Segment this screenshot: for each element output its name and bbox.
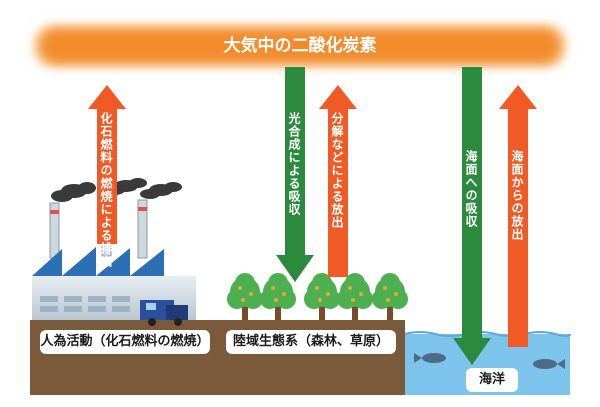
tree (260, 273, 296, 320)
flow-label-decomposition: 分解などによる放出 (330, 112, 344, 229)
factory-illustration (32, 178, 196, 320)
tree (227, 273, 263, 320)
flow-label-ocean-emission: 海面からの放出 (510, 150, 524, 241)
arrow-ocean-emission (499, 85, 537, 347)
zone-label-land: 陸域生態系（森林、草原） (226, 330, 396, 354)
flow-label-photosynthesis: 光合成による吸収 (287, 112, 301, 216)
zone-label-human: 人為活動（化石燃料の燃焼） (40, 330, 210, 354)
smoke (51, 178, 182, 202)
factory-windows (40, 296, 130, 312)
flow-label-fossil-emission: 化石燃料の燃焼による排出 (99, 112, 113, 268)
arrow-photosynthesis-absorption (276, 67, 314, 282)
fish (414, 353, 565, 369)
atmosphere-band (34, 25, 566, 67)
tree (304, 273, 340, 320)
tree (337, 273, 373, 320)
arrow-fossil-emission (88, 85, 126, 244)
arrow-ocean-absorption (453, 67, 491, 365)
arrow-decomposition-emission (319, 85, 357, 277)
truck-illustration (140, 300, 188, 326)
flow-label-ocean-absorption: 海面への吸収 (464, 150, 478, 228)
tree (372, 273, 408, 320)
zone-label-ocean: 海洋 (466, 368, 518, 392)
forest-trees (227, 273, 408, 320)
atmosphere-label: 大気中の二酸化炭素 (223, 36, 377, 56)
